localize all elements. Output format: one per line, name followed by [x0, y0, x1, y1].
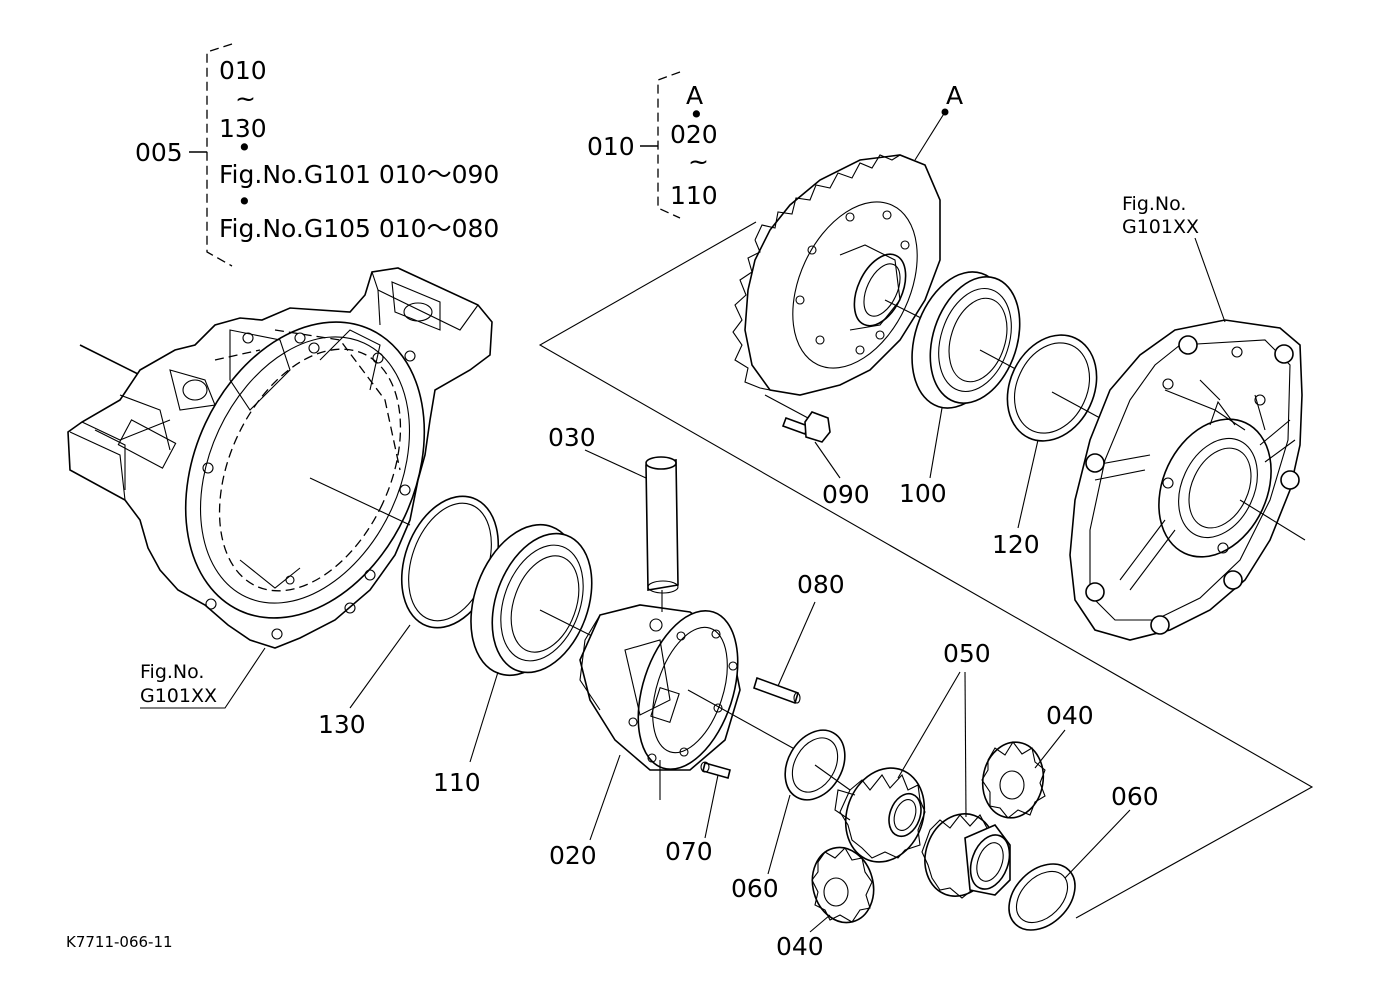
spring-pin-080: 080	[753, 570, 845, 705]
callout-040: 040	[776, 932, 824, 961]
svg-text:G101XX: G101XX	[140, 685, 217, 707]
differential-case-020: 020	[549, 604, 801, 870]
range-tilde: ~	[235, 84, 256, 113]
callout-060: 060	[1111, 782, 1159, 811]
bearing-100: 100	[899, 271, 1026, 508]
side-gear-050-left	[834, 767, 926, 863]
bolt-090: 090	[764, 394, 870, 509]
callout-110: 110	[433, 768, 481, 797]
pin-030: 030	[548, 423, 679, 612]
bevel-pinion-040-bottom: 040	[776, 846, 875, 961]
assembly-group-005: 005 010 ~ 130 • Fig.No.G101 010～090 • Fi…	[135, 43, 499, 267]
callout-060: 060	[731, 874, 779, 903]
callout-080: 080	[797, 570, 845, 599]
set-pin-070: 070	[665, 761, 731, 866]
callout-050: 050	[943, 639, 991, 668]
range-end: 130	[219, 114, 267, 143]
callout-020: 020	[549, 841, 597, 870]
assembly-group-010: 010 A • 020 ~ 110	[587, 71, 718, 219]
transmission-case	[67, 267, 493, 649]
separator-dot: •	[237, 187, 252, 216]
callout-040: 040	[1046, 701, 1094, 730]
figure-ref-left: Fig.No. G101XX	[140, 647, 266, 709]
callout-030: 030	[548, 423, 596, 452]
side-gear-050-right	[921, 813, 1011, 899]
callout-050-leaders: 050	[897, 639, 991, 818]
drawing-number: K7711-066-11	[66, 933, 173, 951]
right-cover: Fig.No. G101XX	[1069, 193, 1306, 641]
washer-060-right: 060	[1008, 782, 1159, 931]
group-a-outline	[538, 221, 1314, 919]
range-end: 110	[670, 181, 718, 210]
separator-dot: •	[237, 133, 252, 162]
callout-a: A	[946, 81, 963, 110]
figure-ref-right-line1: Fig.No.	[1122, 193, 1186, 215]
bevel-pinion-040-top: 040	[981, 701, 1094, 819]
figure-reference-1: Fig.No.G101 010～090	[219, 160, 499, 189]
assembly-part-number: 005	[135, 138, 183, 167]
assembly-part-number: 010	[587, 132, 635, 161]
range-start: A	[686, 81, 703, 110]
shim-120: 120	[992, 334, 1101, 559]
separator-dot: •	[689, 100, 704, 129]
range-mid: 020	[670, 120, 718, 149]
figure-reference-2: Fig.No.G105 010～080	[219, 214, 499, 243]
callout-070: 070	[665, 837, 713, 866]
bearing-110: 110	[433, 523, 601, 797]
range-start: 010	[219, 56, 267, 85]
figure-ref-right-line2: G101XX	[1122, 216, 1199, 238]
callout-120: 120	[992, 530, 1040, 559]
callout-130: 130	[318, 710, 366, 739]
callout-090: 090	[822, 480, 870, 509]
range-tilde: ~	[688, 147, 709, 176]
callout-100: 100	[899, 479, 947, 508]
washer-060-center: 060	[731, 729, 851, 903]
svg-text:Fig.No.: Fig.No.	[140, 661, 204, 683]
